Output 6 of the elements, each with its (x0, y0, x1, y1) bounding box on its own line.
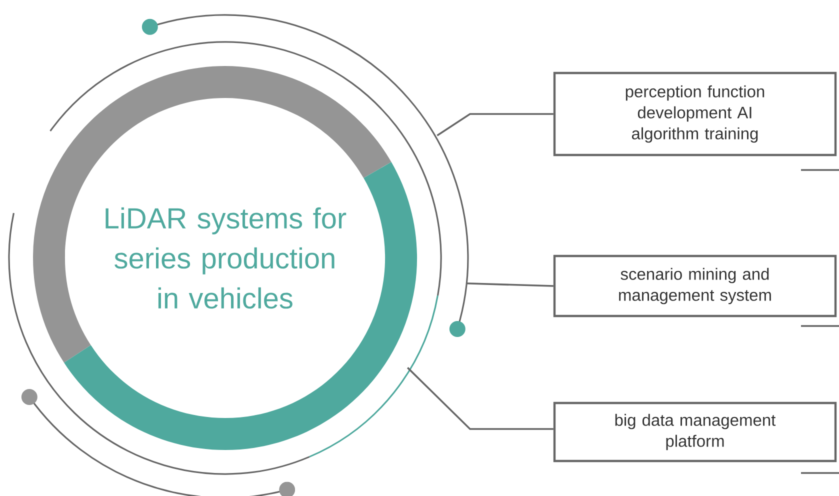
connector-line (466, 282, 554, 287)
connector-line (406, 367, 554, 430)
label-box: perception function development AI algorithm training (553, 72, 837, 156)
label-box: scenario mining and management system (553, 254, 837, 318)
label-box: big data management platform (553, 402, 837, 462)
connector-line (436, 113, 554, 136)
